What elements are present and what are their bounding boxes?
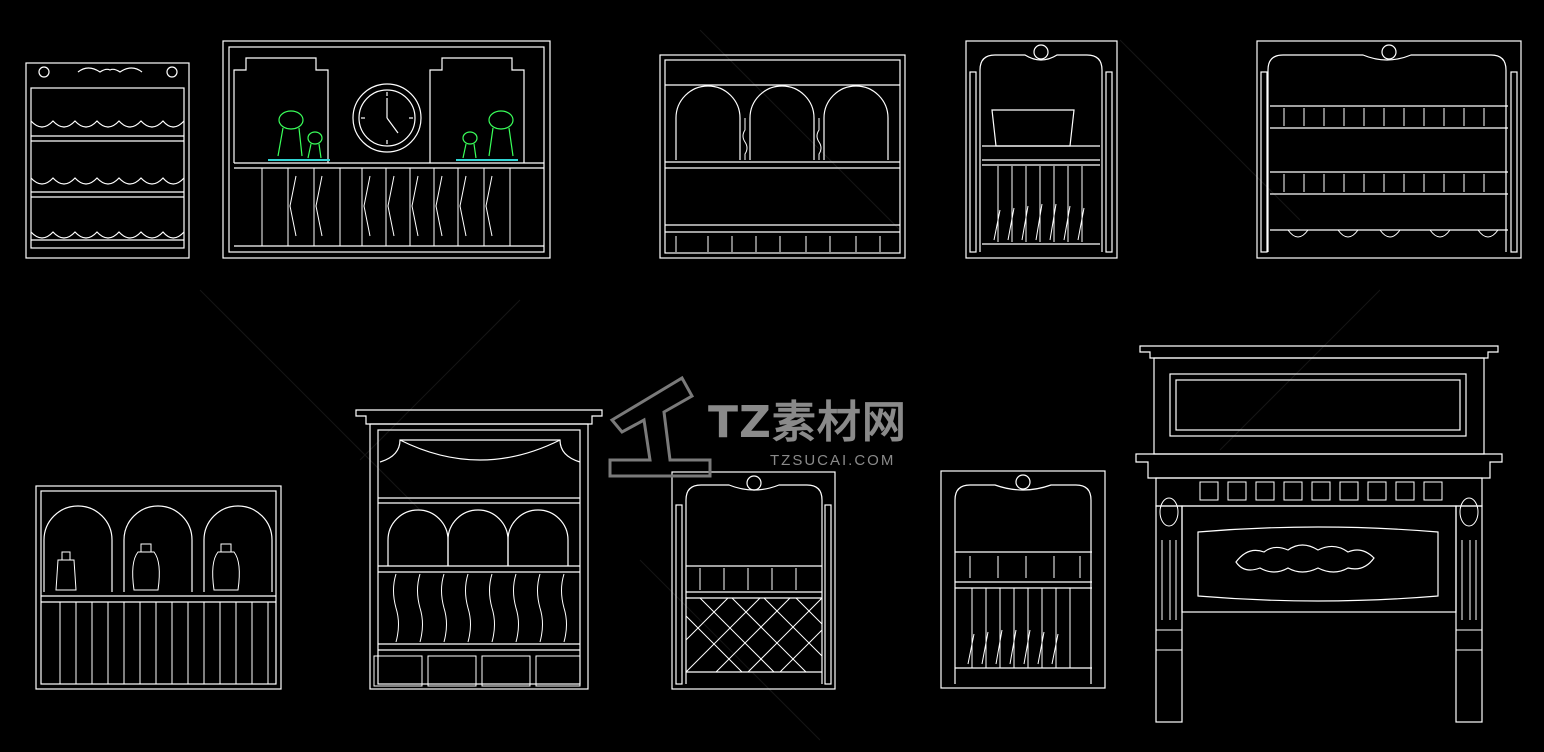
drawing-triple-arch-jar-shelf xyxy=(35,485,282,690)
watermark-title: TZ素材网 xyxy=(708,397,907,448)
clock-icon xyxy=(352,83,422,153)
drawing-carved-overmantel-cabinet xyxy=(1135,345,1503,723)
drawing-cabinet-with-clock-and-figurines xyxy=(222,40,551,259)
drawing-cornice-cabinet-with-arches xyxy=(355,409,603,690)
drawing-arched-shelf-with-balusters xyxy=(659,54,906,259)
drawing-lattice-wine-rack xyxy=(671,471,836,690)
watermark-logo-icon xyxy=(608,375,712,478)
watermark-pattern xyxy=(199,29,1381,741)
drawing-double-balustrade-shelf xyxy=(1256,40,1522,259)
watermark-url: TZSUCAI.COM xyxy=(770,452,896,469)
drawing-rack-scalloped-shelves xyxy=(25,62,190,259)
drawing-plate-rack-with-medallion xyxy=(965,40,1118,259)
drawing-small-plate-rack xyxy=(940,470,1106,689)
figurine-icon xyxy=(277,110,514,159)
